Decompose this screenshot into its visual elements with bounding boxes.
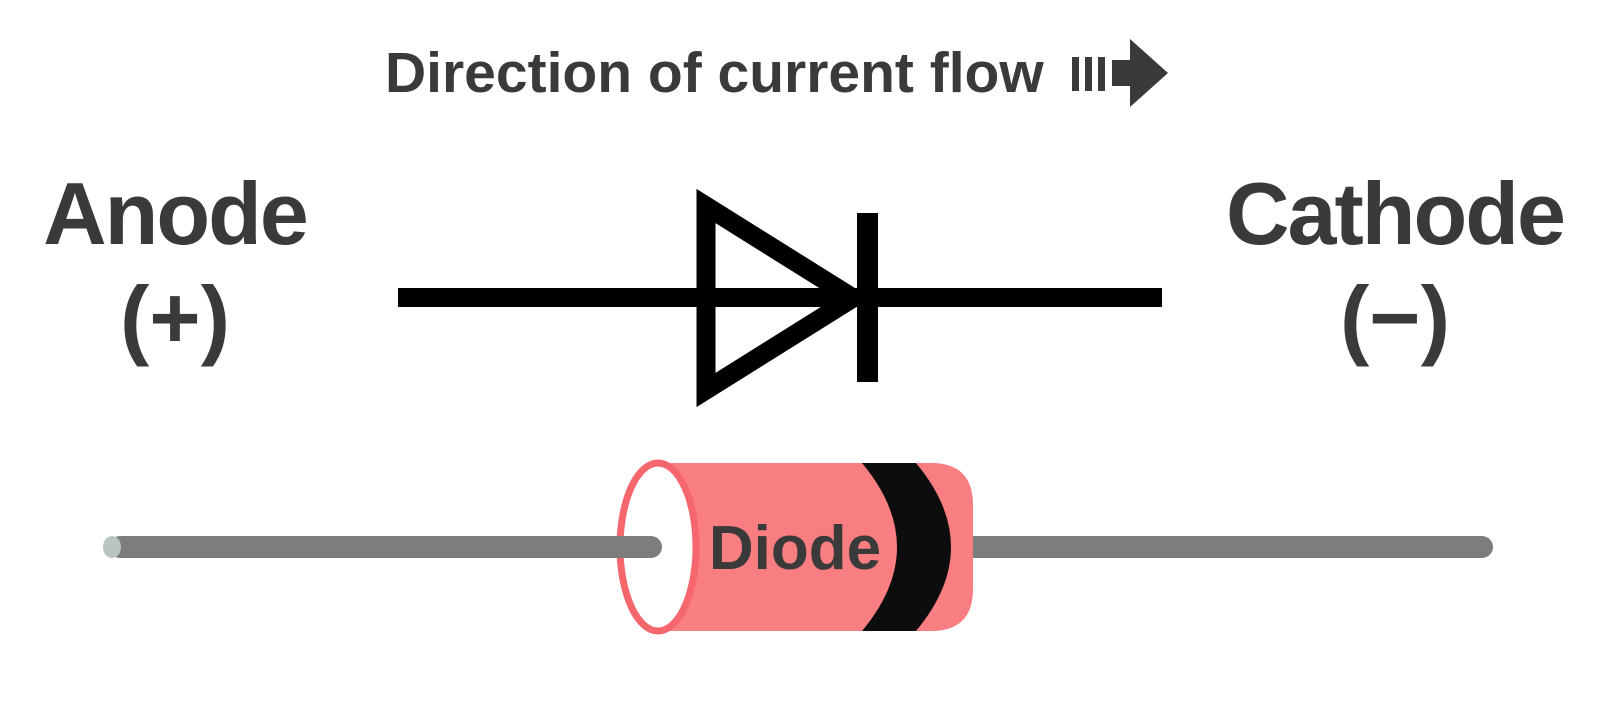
cathode-name: Cathode	[1226, 164, 1566, 263]
anode-lead-tip	[103, 536, 121, 558]
anode-name: Anode	[43, 164, 309, 263]
current-flow-arrow-icon	[1071, 39, 1168, 107]
anode-triangle	[696, 188, 871, 408]
title-row: Direction of current flow	[385, 38, 1170, 108]
cathode-band	[862, 463, 951, 631]
diagram-title: Direction of current flow	[385, 40, 1044, 105]
diode-body-label: Diode	[709, 514, 881, 583]
diode-schematic-symbol	[398, 188, 1162, 408]
anode-terminal-label: Anode (+)	[25, 162, 325, 370]
anode-polarity: (+)	[120, 267, 230, 367]
schematic-wire	[398, 288, 1162, 307]
physical-diode: Diode	[103, 459, 1493, 635]
cathode-bar	[857, 213, 878, 382]
cathode-terminal-label: Cathode (−)	[1195, 162, 1595, 370]
cathode-polarity: (−)	[1340, 267, 1450, 367]
